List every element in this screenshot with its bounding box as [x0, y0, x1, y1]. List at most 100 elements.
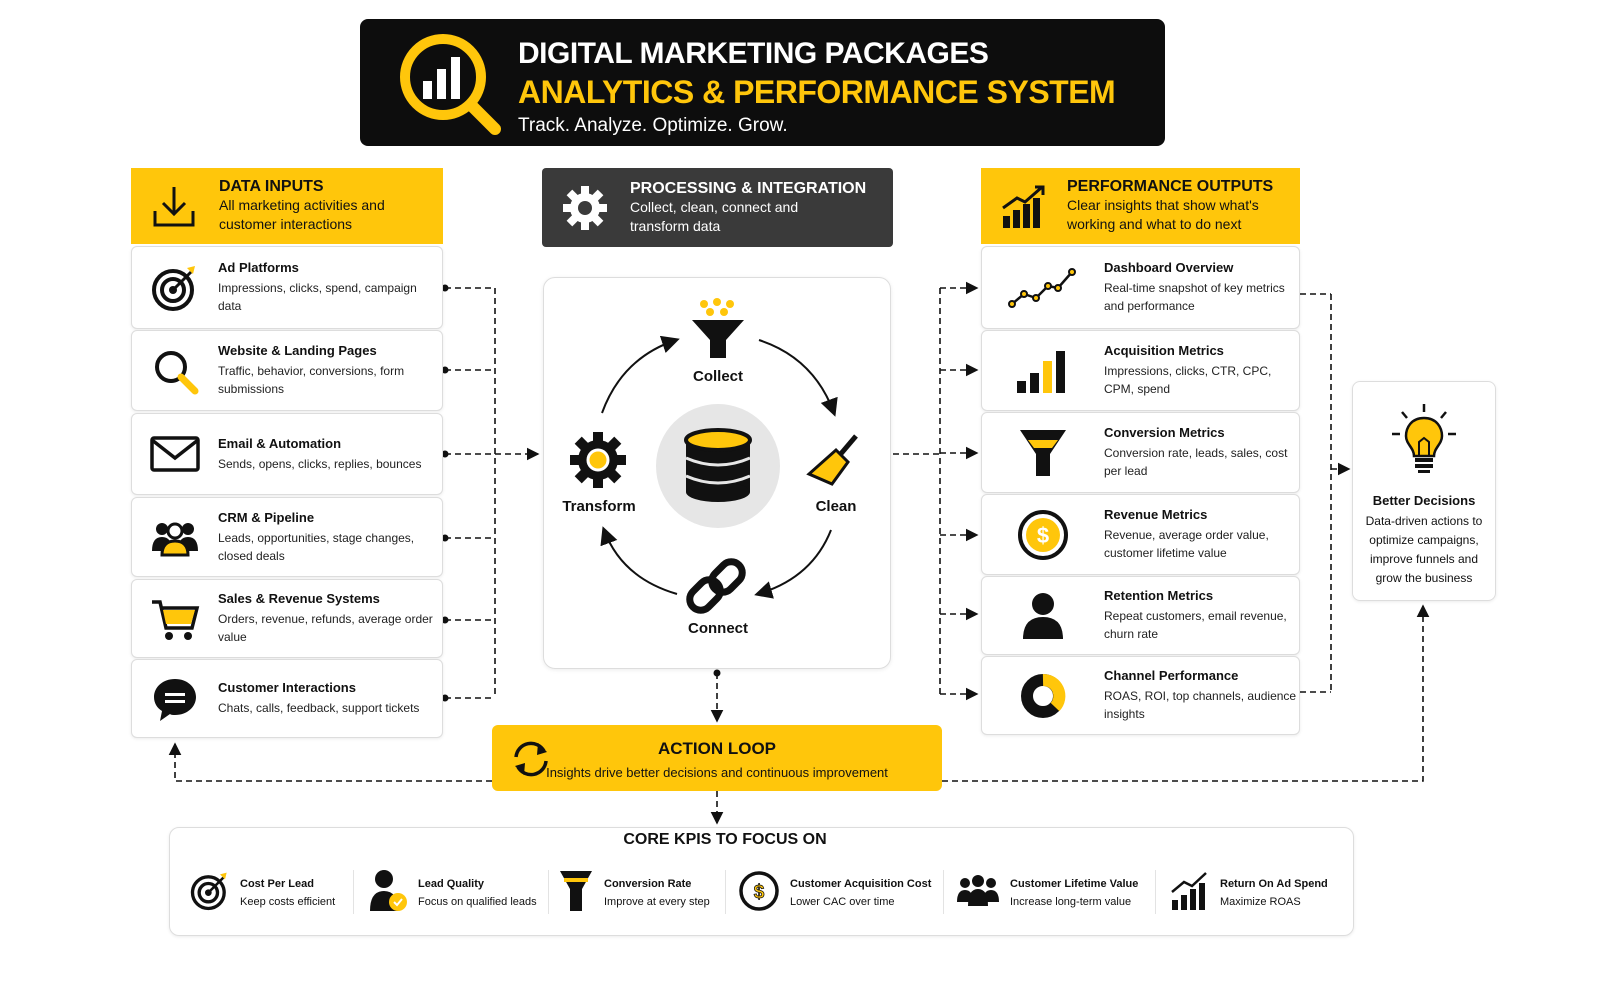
kpi-name: Conversion Rate	[604, 878, 692, 890]
step-transform-label: Transform	[562, 498, 636, 515]
line-chart-icon	[982, 266, 1104, 310]
growth-chart-icon	[1002, 185, 1045, 228]
input-source-desc: Leads, opportunities, stage changes, clo…	[218, 530, 415, 563]
kpi-desc: Improve at every step	[604, 896, 710, 908]
cycle-arrow	[754, 529, 832, 599]
output-metric-desc: ROAS, ROI, top channels, audience insigh…	[1104, 689, 1297, 721]
dollar-coin-icon: $	[982, 509, 1104, 561]
bar-chart-icon	[982, 347, 1104, 395]
kpi-divider	[548, 870, 549, 914]
better-decisions-title: Better Decisions	[1372, 493, 1476, 508]
kpi-name: Customer Acquisition Cost	[790, 878, 932, 890]
kpi-icon	[1170, 870, 1210, 917]
kpi-divider	[353, 870, 354, 914]
kpi-icon	[558, 869, 594, 918]
kpi-desc: Maximize ROAS	[1220, 896, 1301, 908]
kpi-icon	[190, 871, 230, 916]
output-metric-name: Retention Metrics	[1104, 588, 1214, 603]
funnel-collect-icon	[692, 298, 744, 358]
input-source-name: Email & Automation	[218, 435, 342, 451]
kpi-name: Cost Per Lead	[240, 878, 314, 890]
better-decisions-desc: Data-driven actions to optimize campaign…	[1365, 514, 1483, 585]
tagline: Track. Analyze. Optimize. Grow.	[518, 115, 788, 136]
svg-text:$: $	[754, 882, 765, 903]
input-source-name: Sales & Revenue Systems	[218, 591, 380, 606]
title-line-1: DIGITAL MARKETING PACKAGES	[518, 37, 989, 70]
cycle-arrow	[758, 339, 838, 417]
output-metric-desc: Real-time snapshot of key metrics and pe…	[1104, 281, 1285, 313]
output-metric-desc: Repeat customers, email revenue, churn r…	[1104, 609, 1287, 641]
funnel-icon	[982, 428, 1104, 478]
data-inputs-title: DATA INPUTS	[219, 178, 324, 195]
person-icon	[982, 591, 1104, 641]
kpi-name: Return On Ad Spend	[1220, 878, 1328, 890]
step-clean-label: Clean	[815, 498, 857, 515]
kpi-name: Lead Quality	[418, 878, 485, 890]
core-kpis-title: CORE KPIS TO FOCUS ON	[623, 831, 827, 848]
title-line-2: ANALYTICS & PERFORMANCE SYSTEM	[518, 74, 1116, 110]
chat-icon	[132, 675, 218, 723]
processing-subtitle: Collect, clean, connect and transform da…	[630, 198, 799, 234]
kpi-desc: Lower CAC over time	[790, 896, 895, 908]
kpi-name: Customer Lifetime Value	[1010, 878, 1139, 890]
data-inputs-subtitle: All marketing activities and customer in…	[219, 197, 385, 232]
input-source-desc: Chats, calls, feedback, support tickets	[218, 701, 420, 715]
envelope-icon	[132, 434, 218, 474]
input-source-name: Customer Interactions	[218, 680, 356, 695]
output-metric-desc: Impressions, clicks, CTR, CPC, CPM, spen…	[1104, 364, 1272, 396]
output-metric-name: Acquisition Metrics	[1104, 343, 1224, 358]
output-metric-desc: Conversion rate, leads, sales, cost per …	[1104, 446, 1288, 478]
lightbulb-icon	[1392, 404, 1456, 473]
target-icon	[132, 264, 218, 312]
chain-connect-icon	[686, 558, 746, 614]
output-metric-name: Channel Performance	[1104, 668, 1239, 683]
step-collect-label: Collect	[692, 368, 744, 385]
output-metric-desc: Revenue, average order value, customer l…	[1104, 528, 1269, 560]
kpi-icon	[956, 874, 1000, 913]
analytics-magnifier-icon	[400, 34, 501, 135]
title-banner: DIGITAL MARKETING PACKAGES ANALYTICS & P…	[360, 19, 1165, 146]
svg-text:$: $	[1037, 523, 1049, 548]
donut-chart-icon	[982, 671, 1104, 721]
outputs-title: PERFORMANCE OUTPUTS	[1067, 178, 1274, 195]
outputs-subtitle: Clear insights that show what's working …	[1067, 197, 1259, 232]
kpi-divider	[725, 870, 726, 914]
kpi-desc: Increase long-term value	[1010, 896, 1132, 908]
database-icon	[684, 428, 752, 502]
output-metric-name: Dashboard Overview	[1104, 260, 1234, 275]
output-metric-name: Conversion Metrics	[1104, 425, 1225, 440]
processing-cycle-panel: Collect Clean Connect Transform	[543, 277, 891, 669]
action-loop-title: ACTION LOOP	[657, 739, 777, 758]
performance-outputs-header: PERFORMANCE OUTPUTS Clear insights that s…	[981, 168, 1300, 244]
refresh-cycle-icon	[514, 741, 548, 777]
input-source-desc: Impressions, clicks, spend, campaign dat…	[218, 281, 417, 313]
input-source-name: Website & Landing Pages	[218, 343, 377, 358]
kpi-icon	[368, 869, 408, 918]
gear-icon	[563, 185, 607, 230]
input-source-desc: Sends, opens, clicks, replies, bounces	[218, 456, 422, 471]
kpi-icon: $	[738, 870, 780, 917]
cycle-arrow	[600, 526, 678, 595]
input-source-desc: Orders, revenue, refunds, average order …	[218, 612, 433, 644]
cycle-arrow	[601, 335, 680, 414]
download-icon	[153, 187, 195, 227]
data-inputs-header: DATA INPUTS All marketing activities and …	[131, 168, 443, 244]
